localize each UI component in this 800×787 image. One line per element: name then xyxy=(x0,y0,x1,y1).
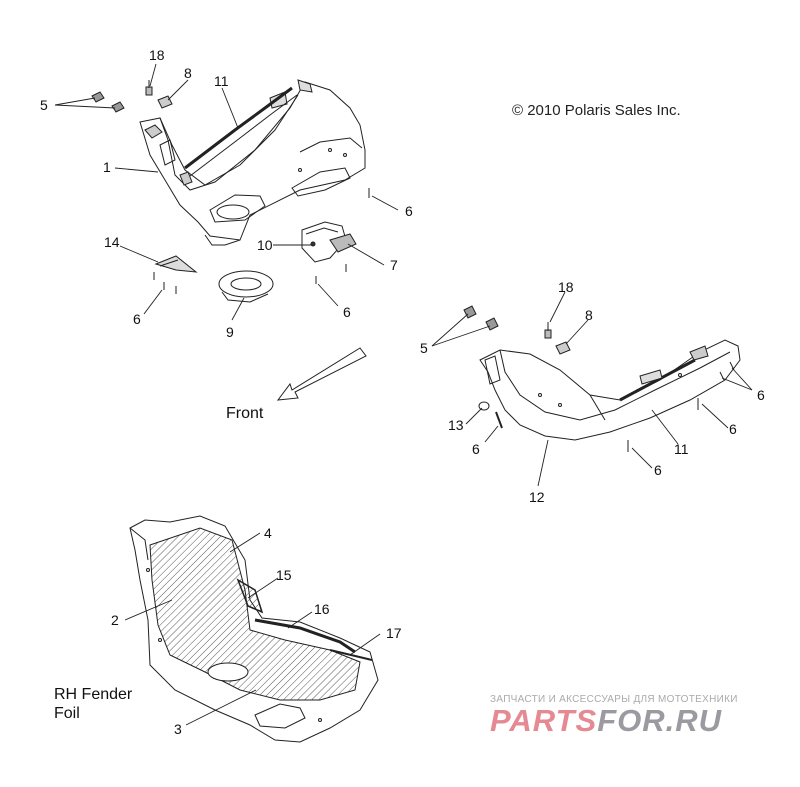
watermark-logo-part-a: PARTS xyxy=(490,703,598,738)
callout-13: 13 xyxy=(448,417,464,433)
caption-line-2: Foil xyxy=(54,705,80,722)
bracket-7 xyxy=(329,233,357,253)
callout-5: 5 xyxy=(420,340,428,356)
callout-18: 18 xyxy=(149,47,165,63)
pins-6-top xyxy=(153,188,370,294)
callout-18: 18 xyxy=(558,279,574,295)
callout-5: 5 xyxy=(40,97,48,113)
callout-11: 11 xyxy=(674,441,689,457)
fastener-5-top xyxy=(91,91,125,113)
callout-1: 1 xyxy=(103,159,111,175)
callout-6: 6 xyxy=(654,462,662,478)
callout-6: 6 xyxy=(472,441,480,457)
front-label: Front xyxy=(226,405,264,422)
fastener-18-top xyxy=(145,80,153,96)
callout-6: 6 xyxy=(729,421,737,437)
grommet-9 xyxy=(218,270,274,303)
pins-6-right xyxy=(495,361,735,452)
callout-12: 12 xyxy=(529,489,545,505)
callout-6: 6 xyxy=(133,311,141,327)
callout-16: 16 xyxy=(314,601,330,617)
watermark-logo[interactable]: PARTSFOR.RU xyxy=(490,705,722,736)
callout-14: 14 xyxy=(104,234,120,250)
clip-8-right xyxy=(555,341,571,355)
washer-13 xyxy=(478,401,490,411)
floor-panel-top xyxy=(139,79,366,246)
callout-11: 11 xyxy=(214,73,229,89)
callout-10: 10 xyxy=(257,237,273,253)
caption-line-1: RH Fender xyxy=(54,686,133,703)
front-arrow xyxy=(276,347,367,401)
fender-foil xyxy=(129,515,379,743)
leader-lines xyxy=(54,63,753,726)
callout-6: 6 xyxy=(405,203,413,219)
callout-9: 9 xyxy=(226,324,234,340)
callout-17: 17 xyxy=(386,625,402,641)
callout-15: 15 xyxy=(276,567,292,583)
callout-4: 4 xyxy=(264,525,272,541)
callout-8: 8 xyxy=(184,65,192,81)
fender-right xyxy=(479,339,741,441)
callout-7: 7 xyxy=(390,257,398,273)
fastener-18-right xyxy=(544,322,552,339)
callout-6: 6 xyxy=(343,304,351,320)
fastener-5-right xyxy=(463,305,499,331)
callout-2: 2 xyxy=(111,612,119,628)
callout-3: 3 xyxy=(174,721,182,737)
callout-8: 8 xyxy=(585,307,593,323)
bracket-14 xyxy=(154,255,198,273)
copyright-notice: © 2010 Polaris Sales Inc. xyxy=(512,102,681,119)
callout-6: 6 xyxy=(757,387,765,403)
watermark-tagline: ЗАПЧАСТИ И АКСЕССУАРЫ ДЛЯ МОТОТЕХНИКИ xyxy=(490,694,738,705)
watermark-logo-part-b: FOR.RU xyxy=(597,703,723,738)
